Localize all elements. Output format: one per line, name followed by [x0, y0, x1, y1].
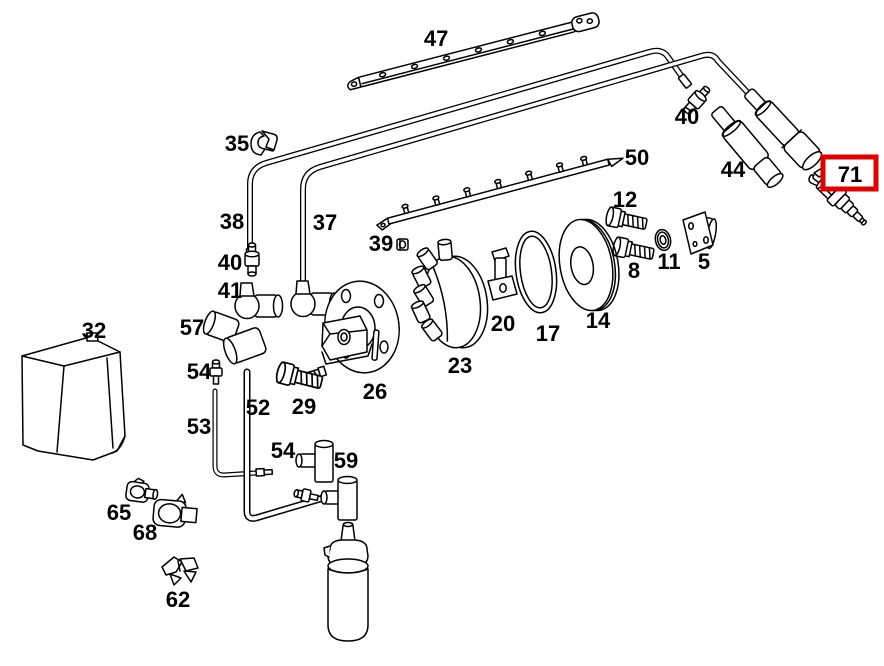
part-label-57[interactable]: 57: [180, 315, 204, 340]
part-17-o-ring: 17: [514, 230, 560, 346]
part-44-plug-boot: 44: [711, 105, 784, 189]
part-label-29[interactable]: 29: [292, 394, 316, 419]
part-label-65[interactable]: 65: [107, 500, 131, 525]
part-47-cable-rail: 47: [347, 12, 600, 91]
part-label-23[interactable]: 23: [448, 353, 472, 378]
highlight-rect: [820, 154, 879, 192]
part-label-8[interactable]: 8: [628, 258, 640, 283]
part-label-54-lower[interactable]: 54: [271, 438, 296, 463]
part-11-washer: 11: [654, 228, 681, 274]
part-54-connector-upper: 54: [187, 359, 223, 385]
part-35-clip: 35: [225, 130, 278, 156]
part-label-12[interactable]: 12: [613, 187, 637, 212]
part-53-cable: 53: [187, 388, 274, 478]
part-label-40-left[interactable]: 40: [218, 250, 242, 275]
part-label-35[interactable]: 35: [225, 131, 249, 156]
part-29-bolt: 29: [274, 360, 325, 419]
part-label-68[interactable]: 68: [133, 520, 157, 545]
highlight-box-71: 71: [820, 154, 879, 192]
part-label-54-upper[interactable]: 54: [187, 359, 212, 384]
part-32-cover: 32: [21, 318, 126, 461]
part-label-20[interactable]: 20: [491, 311, 515, 336]
part-label-44[interactable]: 44: [721, 157, 746, 182]
part-54-connector-lower: 54: [271, 438, 320, 505]
part-41-elbow-connector: 41: [218, 278, 284, 320]
part-40-connector-right: 40: [675, 82, 714, 129]
part-label-32[interactable]: 32: [82, 318, 106, 343]
part-label-39[interactable]: 39: [369, 231, 393, 256]
spark-plug-boot: [744, 88, 823, 171]
part-label-11[interactable]: 11: [657, 249, 680, 274]
part-label-5[interactable]: 5: [698, 249, 710, 274]
part-14-disc: 14: [558, 218, 620, 333]
part-label-47[interactable]: 47: [424, 26, 448, 51]
part-71-spark-plug: [808, 167, 867, 226]
part-label-71[interactable]: 71: [838, 162, 862, 187]
part-label-38[interactable]: 38: [220, 209, 244, 234]
part-37-ignition-cable: 37: [290, 51, 753, 318]
part-label-14[interactable]: 14: [586, 308, 611, 333]
part-39-nut: 39: [369, 231, 409, 256]
part-50-stud-rail: [376, 155, 624, 231]
part-label-59[interactable]: 59: [334, 448, 358, 473]
coil-elbow-connector: [320, 475, 358, 521]
part-label-53[interactable]: 53: [187, 414, 211, 439]
part-label-26[interactable]: 26: [363, 379, 387, 404]
part-40-connector-left: 40: [218, 242, 260, 277]
part-label-62[interactable]: 62: [166, 587, 190, 612]
part-20-rotor: 20: [487, 247, 518, 336]
part-8-bolt: 8: [610, 235, 656, 283]
ignition-coil: [323, 521, 369, 642]
part-label-50[interactable]: 50: [625, 145, 649, 170]
part-label-52[interactable]: 52: [246, 395, 270, 420]
part-5-bracket: 5: [682, 211, 718, 274]
part-59-elbow-connector: 59: [295, 439, 358, 483]
part-label-37[interactable]: 37: [313, 210, 337, 235]
part-label-17[interactable]: 17: [536, 321, 560, 346]
part-label-41[interactable]: 41: [218, 278, 242, 303]
part-52-cable: 52: [222, 327, 334, 522]
part-12-bolt: 12: [603, 187, 649, 235]
part-68-clamp: 68: [133, 493, 198, 545]
part-65-clip: 65: [107, 477, 159, 525]
part-62-clip: 62: [161, 556, 199, 612]
part-label-40-right[interactable]: 40: [675, 104, 699, 129]
part-23-distributor-cap: 23: [409, 238, 489, 378]
